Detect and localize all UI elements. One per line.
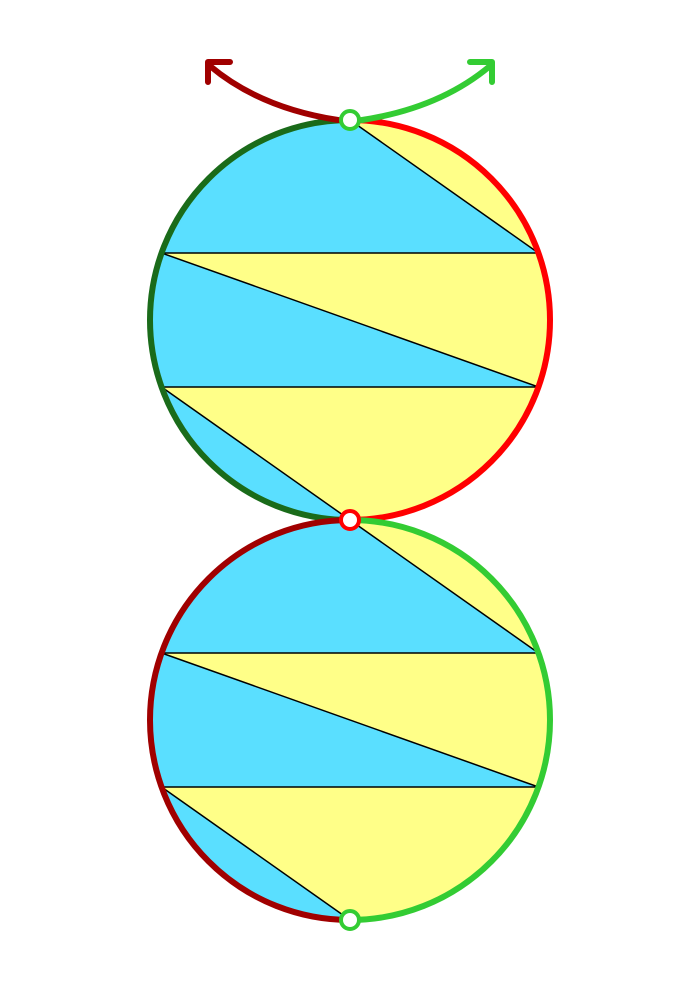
region-a-middle	[150, 253, 539, 387]
left-arc	[147, 117, 351, 523]
chord-line-3	[161, 652, 539, 788]
circle-bottom	[147, 517, 553, 923]
arrow-right-head-icon	[467, 59, 495, 85]
chord-line-3	[161, 252, 539, 388]
chord-line-5	[161, 786, 351, 921]
arrow-left-curve	[207, 63, 341, 123]
chord-line-5	[161, 386, 351, 521]
arrow-left-head-icon	[205, 59, 233, 85]
node-middle	[339, 509, 361, 531]
node-top	[339, 109, 361, 131]
left-arc	[147, 517, 351, 923]
arrows-group	[205, 59, 495, 931]
region-fills	[150, 120, 550, 520]
chord-line-1	[349, 519, 539, 654]
arrow-right-curve	[359, 63, 493, 123]
right-arc	[349, 517, 553, 923]
circle-top	[147, 117, 553, 523]
right-arc	[349, 117, 553, 523]
region-a-middle	[150, 653, 539, 787]
node-bottom	[339, 909, 361, 931]
chord-line-1	[349, 119, 539, 254]
